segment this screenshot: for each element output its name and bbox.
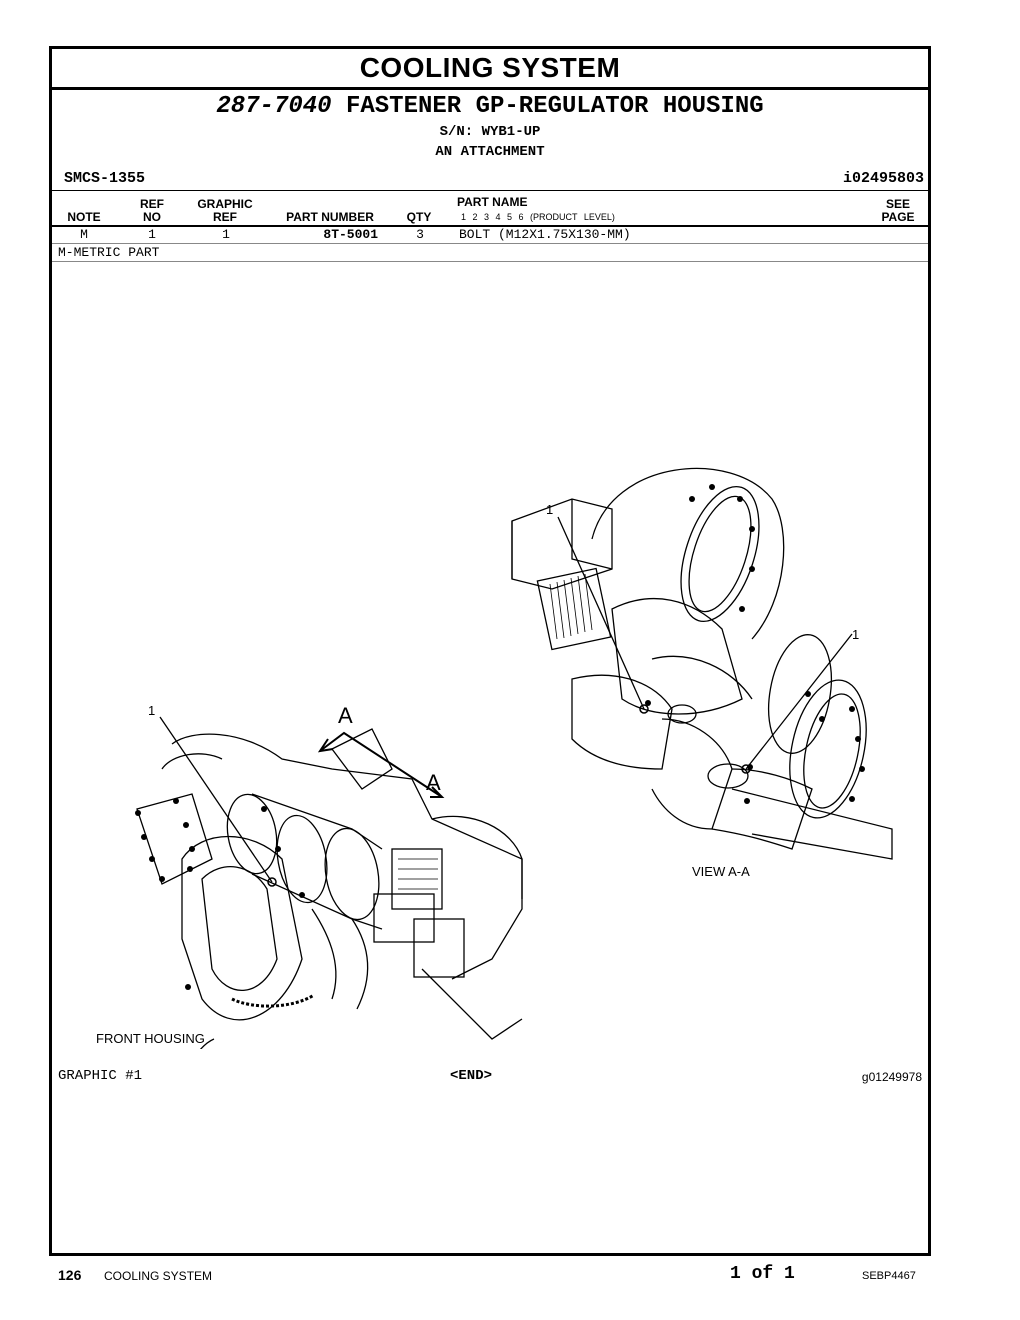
view-aa-label: VIEW A-A — [692, 864, 750, 879]
row-part-number[interactable]: 8T-5001 — [323, 227, 378, 242]
header-rule-bottom — [52, 225, 928, 227]
row-ref-no: 1 — [148, 227, 156, 242]
graphic-label: GRAPHIC #1 — [58, 1068, 143, 1084]
group-name: FASTENER GP-REGULATOR HOUSING — [345, 93, 764, 120]
smcs-code: SMCS-1355 — [64, 170, 146, 187]
row-graphic-ref: 1 — [222, 227, 230, 242]
view-aa-drawing — [511, 467, 893, 860]
row-note: M — [80, 227, 88, 242]
callout-top-right: 1 — [546, 502, 553, 517]
footer-page-number: 126 — [58, 1267, 82, 1283]
parts-illustration: 1 1 1 A A VIEW A-A FRONT HOUSING — [96, 467, 893, 1049]
footnote-rule — [52, 261, 928, 262]
footer-section: COOLING SYSTEM — [104, 1269, 213, 1283]
col-qty: QTY — [406, 210, 432, 224]
graphic-id: g01249978 — [861, 1070, 922, 1084]
page-frame: COOLING SYSTEM 287-7040 FASTENER GP-REGU… — [49, 46, 931, 1256]
col-part-number: PART NUMBER — [286, 210, 374, 224]
end-marker: <END> — [450, 1068, 493, 1084]
callout-left: 1 — [148, 703, 155, 718]
front-housing-drawing — [135, 716, 523, 1049]
illustration-id: i02495803 — [842, 170, 924, 187]
attachment-note: AN ATTACHMENT — [435, 144, 545, 160]
front-housing-label: FRONT HOUSING — [96, 1031, 205, 1046]
header-rule-top — [52, 190, 928, 191]
row-part-name: BOLT (M12X1.75X130-MM) — [459, 227, 631, 242]
callout-right: 1 — [852, 627, 859, 642]
row-qty: 3 — [416, 227, 424, 242]
section-a-bottom: A — [426, 770, 441, 795]
group-part-number: 287-7040 — [216, 93, 332, 120]
footer-page-of: 1 of 1 — [730, 1264, 795, 1284]
col-product-levels: 1 2 3 4 5 6 (PRODUCT LEVEL) — [461, 212, 615, 222]
serial-range: S/N: WYB1-UP — [439, 124, 541, 140]
page-title: COOLING SYSTEM — [52, 49, 928, 90]
footer-doc-id: SEBP4467 — [862, 1270, 916, 1282]
part-group-title: 287-7040 FASTENER GP-REGULATOR HOUSING — [52, 93, 928, 120]
row-rule — [52, 243, 928, 244]
section-a-top: A — [338, 703, 353, 728]
col-part-name: PART NAME — [457, 195, 528, 209]
col-note: NOTE — [67, 210, 101, 224]
metric-footnote: M-METRIC PART — [58, 245, 160, 260]
